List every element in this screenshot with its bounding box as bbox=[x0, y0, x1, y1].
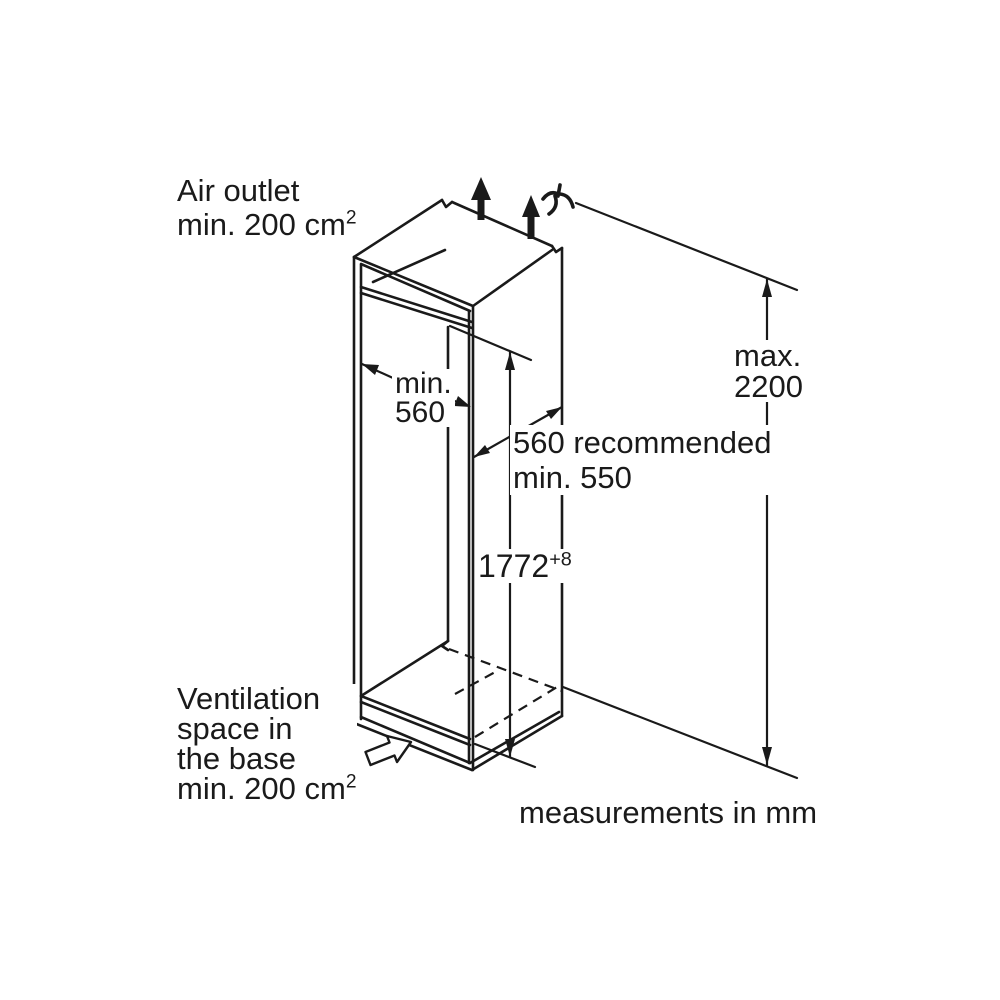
label-niche-width: min. 560 bbox=[392, 367, 455, 429]
depth-line2: min. 550 bbox=[513, 460, 632, 495]
label-niche-height: 1772+8 bbox=[475, 549, 575, 583]
niche-height-tolerance: +8 bbox=[549, 548, 572, 571]
label-depth-recommendation: 560 recommended min. 550 bbox=[510, 425, 775, 495]
label-ventilation-base: Ventilation space in the base min. 200 c… bbox=[177, 681, 357, 806]
depth-line1: 560 recommended bbox=[513, 425, 772, 460]
airflow-curve-icon bbox=[541, 183, 575, 216]
vent-line2: space in bbox=[177, 711, 293, 746]
niche-width-line2: 560 bbox=[395, 396, 446, 429]
niche-height-value: 1772 bbox=[478, 548, 550, 584]
max-height-line1: max. bbox=[734, 338, 802, 373]
vent-line3: the base bbox=[177, 741, 296, 776]
hidden-edges-dashed bbox=[448, 647, 563, 738]
airflow-up-arrow-icon bbox=[471, 177, 491, 220]
label-air-outlet: Air outlet min. 200 cm2 bbox=[177, 174, 357, 242]
vent-line4: min. 200 cm2 bbox=[177, 771, 357, 806]
vent-line1: Ventilation bbox=[177, 681, 321, 716]
base-ventilation-arrow-icon bbox=[364, 734, 413, 767]
air-outlet-line1: Air outlet bbox=[177, 173, 300, 208]
air-outlet-line2: min. 200 cm2 bbox=[177, 207, 357, 242]
max-height-line2: 2200 bbox=[734, 369, 803, 404]
label-units-note: measurements in mm bbox=[519, 795, 818, 830]
dimension-height-1772 bbox=[448, 324, 537, 769]
airflow-up-arrow-2-icon bbox=[522, 195, 540, 239]
label-max-height: max. 2200 bbox=[731, 340, 806, 402]
niche-width-line1: min. bbox=[395, 367, 452, 400]
cabinet-structure bbox=[352, 198, 564, 772]
